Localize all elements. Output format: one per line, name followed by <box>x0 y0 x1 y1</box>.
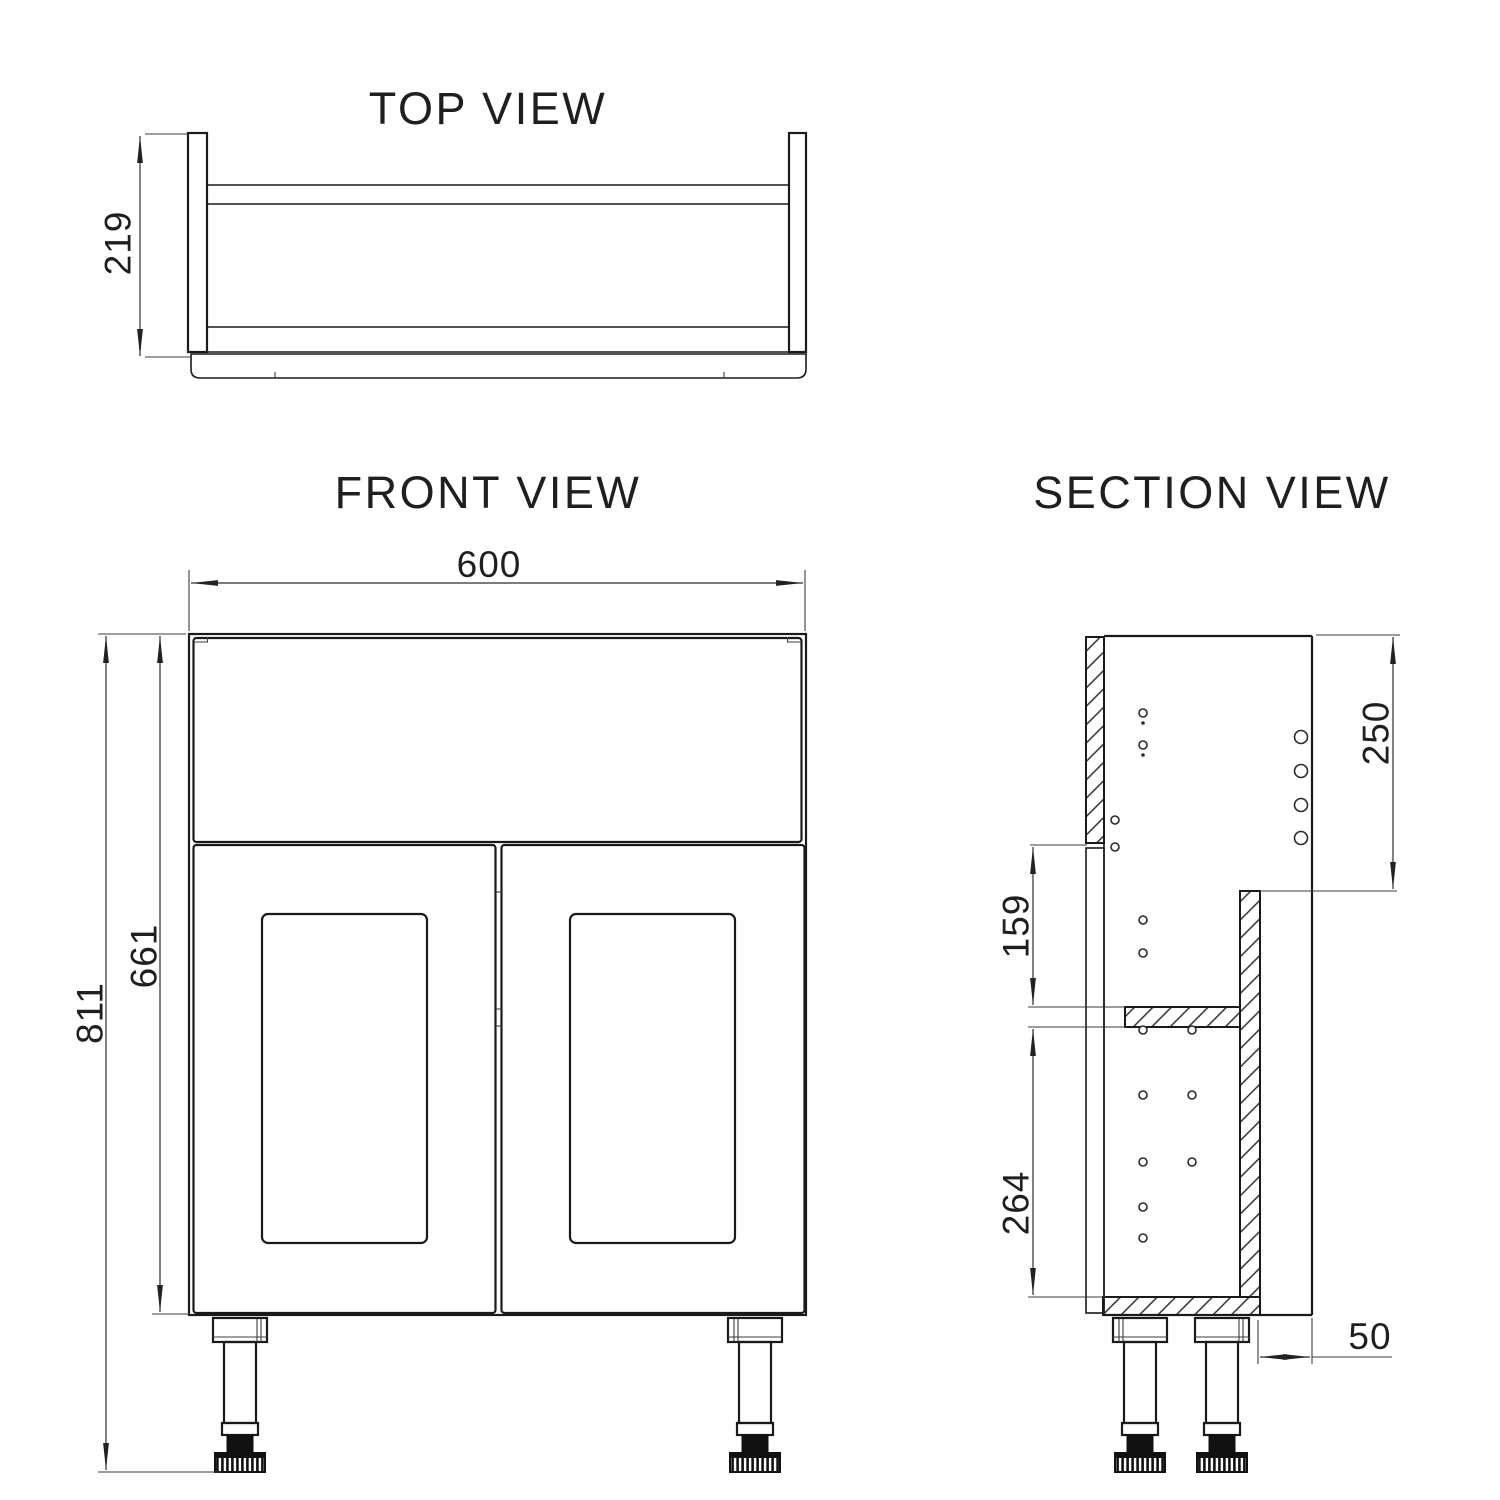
section-dimension-264: 264 <box>996 1029 1037 1295</box>
corner-notch <box>193 637 209 643</box>
front-view-dimension-600: 600 <box>188 544 806 631</box>
dim-front-inset-label: 50 <box>1348 1316 1391 1357</box>
back-rail-section <box>1085 636 1105 844</box>
carcass-outline <box>187 632 808 1317</box>
adjustable-foot <box>1193 1316 1251 1474</box>
dim-mid-gap-label: 159 <box>996 894 1037 959</box>
right-side-panel <box>787 131 808 354</box>
dim-carcass-height-label: 661 <box>124 924 165 989</box>
shelf-section <box>1124 1006 1241 1028</box>
adjustable-foot <box>211 1316 269 1474</box>
top-view-title: TOP VIEW <box>369 83 607 134</box>
left-door-panel <box>260 912 429 1245</box>
front-strip <box>190 353 807 379</box>
front-view-dimension-811: 811 <box>70 633 221 1473</box>
section-dimension-159: 159 <box>996 844 1087 1005</box>
drill-holes <box>1110 708 1309 1243</box>
corner-notch <box>786 637 802 643</box>
section-dimension-250: 250 <box>1316 634 1400 889</box>
top-view: TOP VIEW 219 <box>98 83 808 379</box>
front-view: FRONT VIEW 600 811 <box>70 467 808 1474</box>
dim-lower-span-label: 264 <box>996 1171 1037 1236</box>
front-view-drawing <box>187 632 808 1474</box>
dim-width-label: 600 <box>457 544 522 585</box>
left-door <box>192 843 497 1315</box>
section-view: SECTION VIEW <box>996 467 1400 1474</box>
front-view-dimension-661: 661 <box>124 636 189 1315</box>
dim-overall-height-label: 811 <box>70 982 111 1044</box>
back-panel <box>1085 847 1105 1314</box>
adjustable-foot <box>726 1316 784 1474</box>
right-door-panel <box>568 912 737 1245</box>
bottom-panel-section <box>1102 1296 1261 1316</box>
top-view-drawing <box>186 131 808 379</box>
adjustable-foot <box>1111 1316 1169 1474</box>
section-view-drawing <box>1028 634 1397 1474</box>
section-view-title: SECTION VIEW <box>1033 467 1391 518</box>
section-dimension-50: 50 <box>1257 1316 1392 1364</box>
dim-depth-label: 219 <box>98 211 139 276</box>
top-view-dimension-219: 219 <box>98 133 192 358</box>
drawer-front <box>192 636 803 844</box>
right-door <box>500 843 806 1315</box>
front-view-title: FRONT VIEW <box>335 467 642 518</box>
dim-top-recess-label: 250 <box>1356 701 1397 766</box>
door-section <box>1239 890 1261 1298</box>
left-side-panel <box>186 131 209 354</box>
